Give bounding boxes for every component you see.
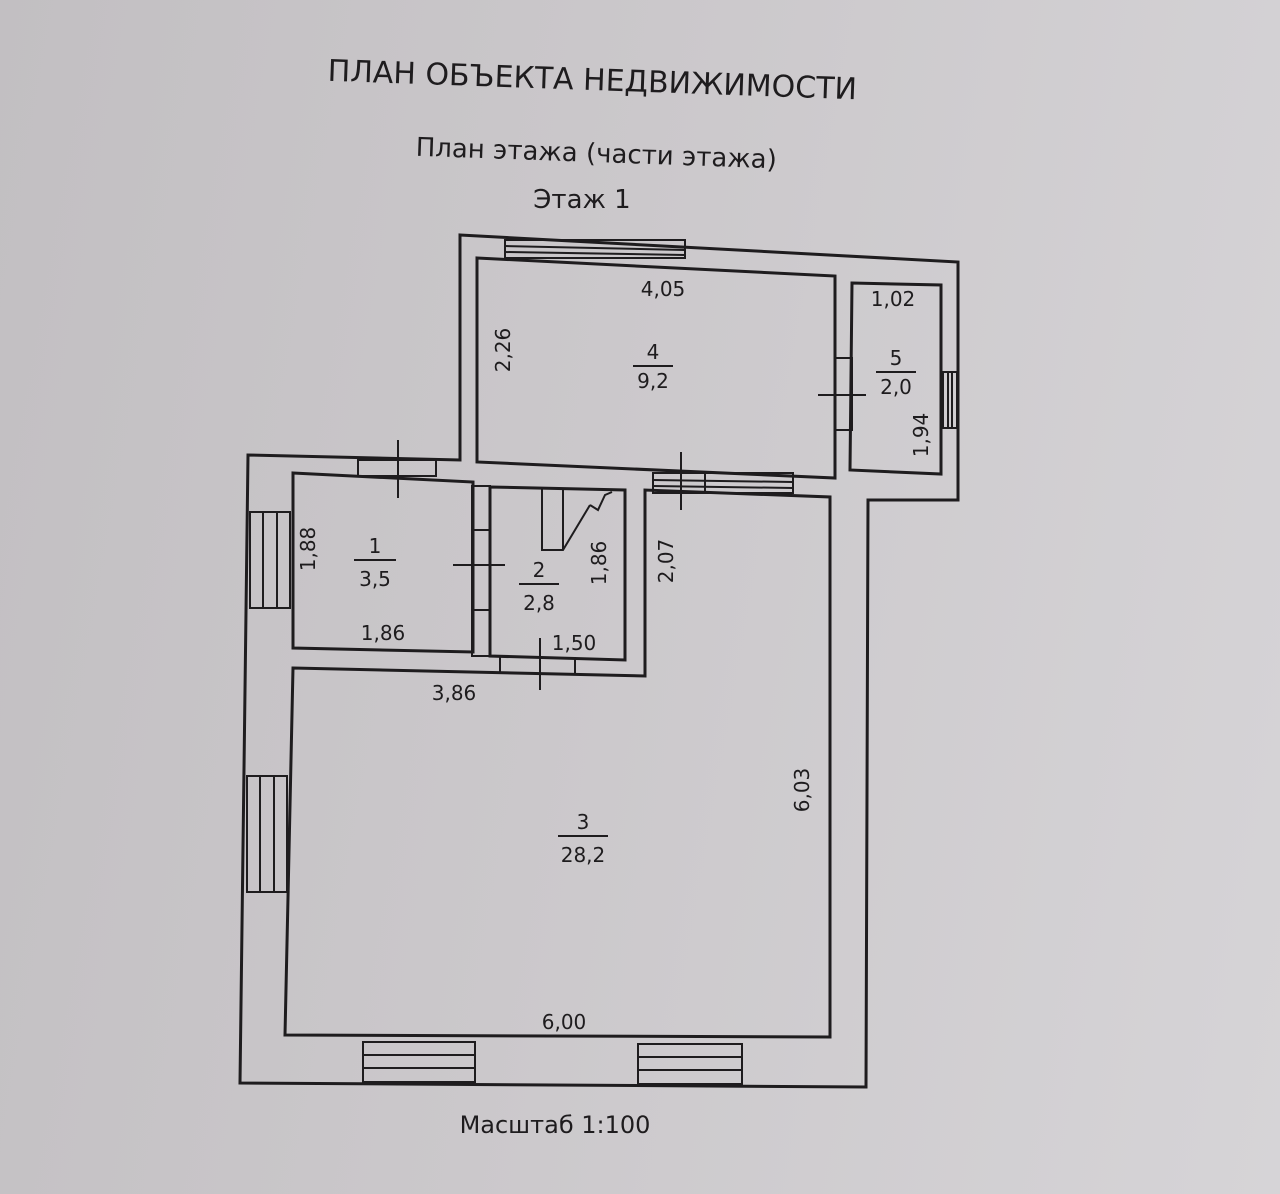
room-1-label: 1 3,5 <box>354 534 396 591</box>
svg-text:1,94: 1,94 <box>909 413 933 458</box>
svg-text:1,02: 1,02 <box>871 287 916 311</box>
svg-text:4: 4 <box>647 340 660 364</box>
room-3-label: 3 28,2 <box>558 810 608 867</box>
svg-text:2,8: 2,8 <box>523 591 555 615</box>
svg-text:1,50: 1,50 <box>552 631 597 655</box>
svg-text:9,2: 9,2 <box>637 369 669 393</box>
svg-text:2,26: 2,26 <box>491 328 515 373</box>
plan-title: ПЛАН ОБЪЕКТА НЕДВИЖИМОСТИ <box>327 54 857 107</box>
svg-text:6,00: 6,00 <box>542 1010 587 1034</box>
svg-text:1,86: 1,86 <box>587 541 611 586</box>
dimensions: 4,05 2,26 1,02 1,94 1,88 1,86 1,86 1,50 … <box>296 277 933 1034</box>
svg-text:2,0: 2,0 <box>880 375 912 399</box>
walls <box>238 233 960 1089</box>
svg-text:28,2: 28,2 <box>561 843 606 867</box>
svg-text:2: 2 <box>533 558 546 582</box>
floor-label: Этаж 1 <box>533 185 630 215</box>
room-5-outline <box>848 281 943 476</box>
svg-text:2,07: 2,07 <box>654 539 678 584</box>
windows <box>246 239 958 1085</box>
doors <box>357 357 866 690</box>
plan-subtitle: План этажа (части этажа) <box>415 133 777 176</box>
svg-text:1,86: 1,86 <box>361 621 406 645</box>
room-4-label: 4 9,2 <box>633 340 673 393</box>
svg-text:3: 3 <box>577 810 590 834</box>
room-4-outline <box>475 256 837 480</box>
room-2-label: 2 2,8 <box>519 558 559 615</box>
room-3-outline <box>283 488 832 1039</box>
svg-text:6,03: 6,03 <box>790 768 814 813</box>
svg-text:4,05: 4,05 <box>641 277 686 301</box>
svg-text:3,5: 3,5 <box>359 567 391 591</box>
svg-text:3,86: 3,86 <box>432 681 477 705</box>
svg-text:1: 1 <box>369 534 382 558</box>
svg-text:5: 5 <box>890 346 903 370</box>
room-5-label: 5 2,0 <box>876 346 916 399</box>
svg-text:1,88: 1,88 <box>296 527 320 572</box>
scale-label: Масштаб 1:100 <box>460 1111 651 1139</box>
